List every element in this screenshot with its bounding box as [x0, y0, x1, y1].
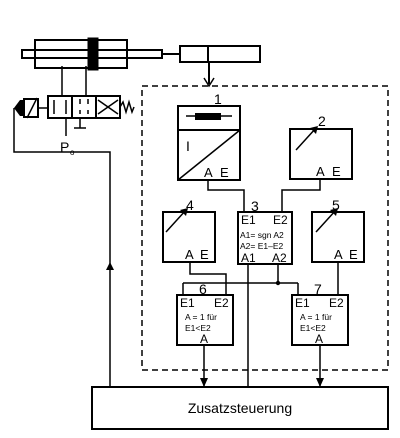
block-6-condition-2: E1<E2: [185, 323, 211, 333]
block-7-condition-1: A = 1 für: [300, 312, 332, 322]
block-3-number: 3: [251, 198, 259, 214]
block-3-output-2: A2: [272, 251, 287, 265]
block-1-roman-label: I: [186, 138, 190, 154]
block-7-comparator: 7 E1 E2 A = 1 für E1<E2 A: [291, 281, 349, 346]
block-5-number: 5: [332, 197, 340, 213]
supply-pressure-label: P: [60, 139, 69, 155]
zusatzsteuerung-unit: Zusatzsteuerung: [91, 386, 389, 430]
block-7-input-1: E1: [295, 296, 310, 310]
block-2-input-label: E: [332, 164, 341, 179]
block-5-setpoint: 5 A E: [311, 197, 365, 263]
block-6-input-2: E2: [214, 296, 229, 310]
position-sensor: [179, 45, 261, 88]
block-5-input-label: E: [349, 247, 358, 262]
hydraulic-cylinder: [21, 37, 180, 71]
electronics-enclosure: [141, 85, 389, 371]
block-3-comparator: 3 E1 E2 A1= sgn A2 A2= E1–E2 A1 A2: [237, 198, 293, 265]
block-6-condition-1: A = 1 für: [185, 312, 217, 322]
block-6-input-1: E1: [180, 296, 195, 310]
block-1-converter: 1 I A E: [177, 91, 241, 181]
block-4-setpoint: 4 A E: [162, 197, 216, 263]
block-1-output-label: A: [204, 165, 213, 180]
block-3-formula-2: A2= E1–E2: [240, 241, 284, 251]
block-6-number: 6: [199, 281, 207, 297]
block-2-number: 2: [318, 113, 326, 129]
block-3-formula-1: A1= sgn A2: [240, 230, 284, 240]
block-2-setpoint: 2 A E: [289, 113, 353, 180]
block-7-condition-2: E1<E2: [300, 323, 326, 333]
block-3-output-1: A1: [241, 251, 256, 265]
block-1-input-label: E: [220, 165, 229, 180]
block-6-comparator: 6 E1 E2 A = 1 für E1<E2 A: [176, 281, 234, 346]
block-4-output-label: A: [185, 247, 194, 262]
block-3-input-1: E1: [241, 213, 256, 227]
block-7-output: A: [315, 332, 323, 346]
block-5-output-label: A: [334, 247, 343, 262]
zusatzsteuerung-label: Zusatzsteuerung: [188, 400, 292, 416]
block-3-input-2: E2: [273, 213, 288, 227]
proportional-valve: P o: [14, 66, 135, 157]
block-4-input-label: E: [200, 247, 209, 262]
block-7-input-2: E2: [329, 296, 344, 310]
signal-wiring: [13, 108, 339, 392]
block-4-number: 4: [186, 197, 194, 213]
block-1-number: 1: [214, 91, 222, 107]
block-6-output: A: [200, 332, 208, 346]
block-7-number: 7: [314, 281, 322, 297]
block-2-output-label: A: [316, 164, 325, 179]
